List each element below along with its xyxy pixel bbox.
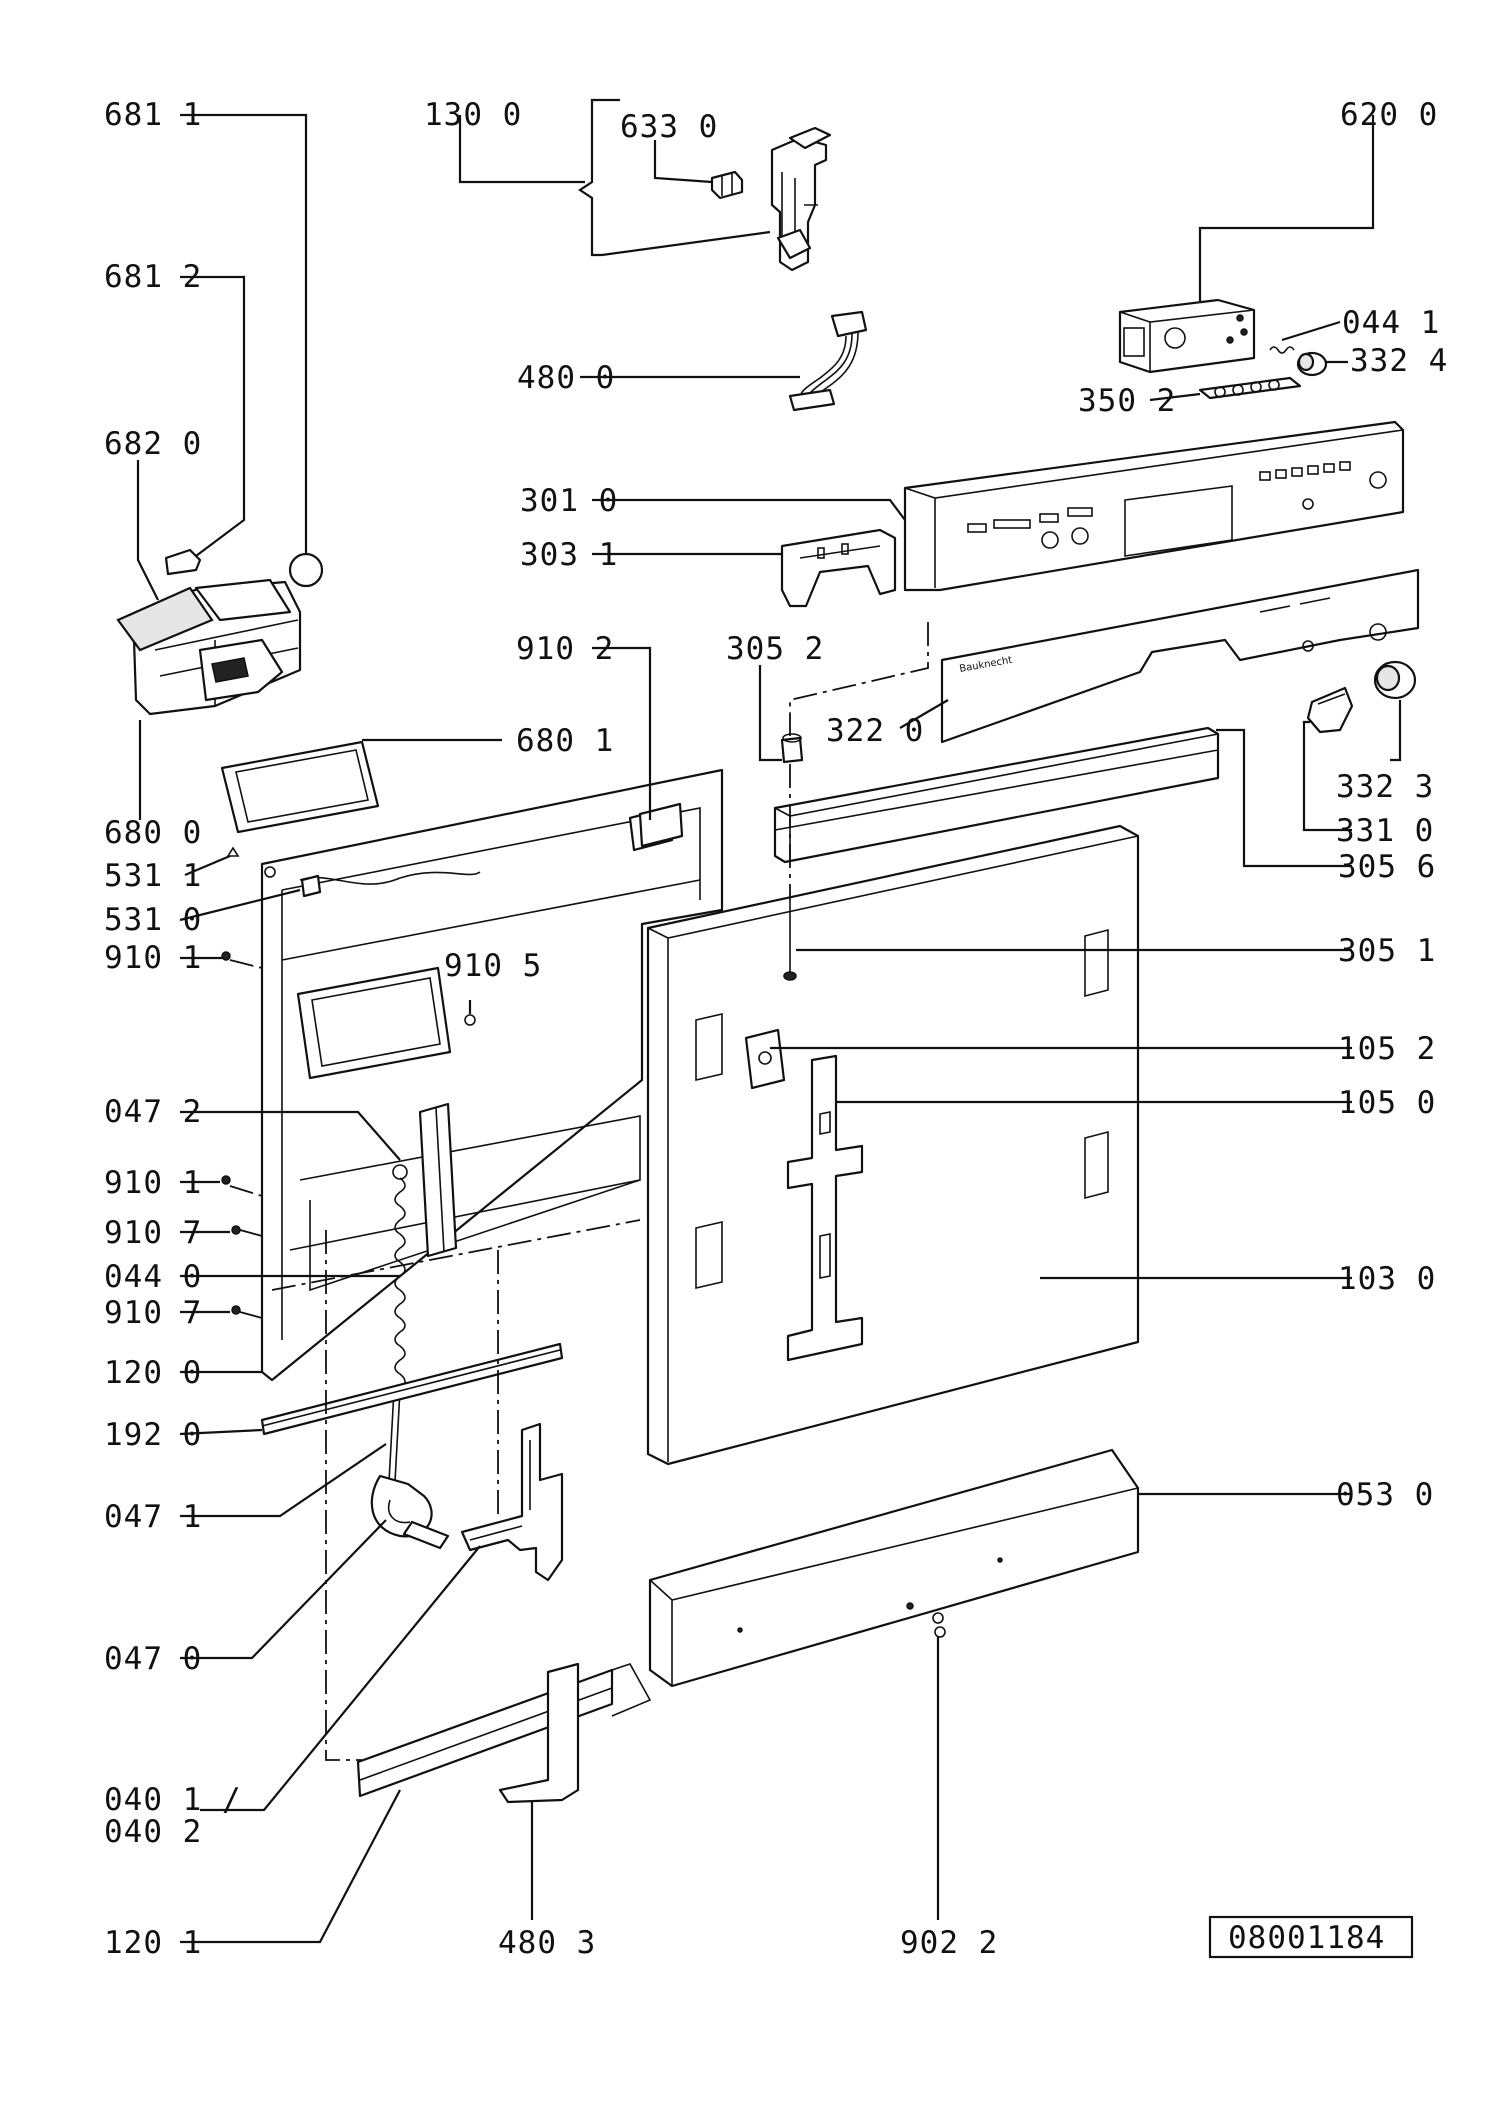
label-910-5: 910 5 (444, 948, 542, 984)
label-910-2: 910 2 (516, 631, 614, 667)
label-910-7-bottom: 910 7 (104, 1295, 202, 1331)
label-680-0: 680 0 (104, 815, 202, 851)
part-screw-902-2 (932, 1612, 946, 1638)
label-480-3: 480 3 (498, 1925, 596, 1961)
label-120-1: 120 1 (104, 1925, 202, 1961)
part-hinge-arm-047-0 (370, 1474, 450, 1550)
part-hinge-040 (460, 1422, 564, 1582)
label-680-1: 680 1 (516, 723, 614, 759)
label-633-0: 633 0 (620, 109, 718, 145)
label-305-1: 305 1 (1338, 933, 1436, 969)
drawing-number: 08001184 (1228, 1920, 1385, 1956)
label-301-0: 301 0 (520, 483, 618, 519)
label-047-0: 047 0 (104, 1641, 202, 1677)
leader-lines (136, 98, 1402, 1944)
part-outer-door (646, 824, 1140, 1466)
part-633-0 (710, 170, 744, 200)
drawing-number-box (1208, 1915, 1414, 1959)
label-120-0: 120 0 (104, 1355, 202, 1391)
label-303-1: 303 1 (520, 537, 618, 573)
label-040-1: 040 1 / (104, 1782, 242, 1818)
callout-labels: 681 1 130 0 633 0 620 0 681 2 044 1 332 … (104, 97, 1448, 1961)
part-knob-332-3 (1373, 660, 1417, 700)
part-bottom-strip (356, 1663, 652, 1798)
part-button-strip (1198, 376, 1302, 400)
label-681-1: 681 1 (104, 97, 202, 133)
part-control-panel (903, 420, 1405, 592)
part-gasket (220, 740, 380, 834)
part-bracket-303-1 (780, 528, 897, 608)
label-910-7-top: 910 7 (104, 1215, 202, 1251)
label-047-1: 047 1 (104, 1499, 202, 1535)
part-foot-480-3 (498, 1662, 580, 1804)
centerlines (229, 622, 929, 1761)
part-knob-332-4 (1296, 351, 1328, 377)
part-electronic-module (1118, 298, 1256, 374)
part-hinge-bracket (770, 126, 832, 272)
label-130-0: 130 0 (424, 97, 522, 133)
label-910-1-mid: 910 1 (104, 1165, 202, 1201)
part-stud-305-2 (780, 733, 804, 764)
part-wire-harness (788, 310, 868, 412)
label-040-2: 040 2 (104, 1814, 202, 1850)
label-480-0: 480 0 (517, 360, 615, 396)
label-192-0: 192 0 (104, 1417, 202, 1453)
part-ball-681-1 (288, 552, 324, 588)
part-small-screws (221, 846, 476, 1315)
label-531-1: 531 1 (104, 858, 202, 894)
label-105-0: 105 0 (1338, 1085, 1436, 1121)
part-rail-strip (260, 1342, 564, 1436)
label-105-2: 105 2 (1338, 1031, 1436, 1067)
label-305-6: 305 6 (1338, 849, 1436, 885)
label-332-4: 332 4 (1350, 343, 1448, 379)
label-322-0: 322 0 (826, 713, 924, 749)
label-044-1: 044 1 (1342, 305, 1440, 341)
label-620-0: 620 0 (1340, 97, 1438, 133)
label-331-0: 331 0 (1336, 813, 1434, 849)
label-902-2: 902 2 (900, 1925, 998, 1961)
label-350-2: 350 2 (1078, 383, 1176, 419)
part-screw-305-1 (783, 900, 797, 981)
label-682-0: 682 0 (104, 426, 202, 462)
label-681-2: 681 2 (104, 259, 202, 295)
part-kick-plate (648, 1448, 1140, 1688)
part-decor-panel: Bauknecht (940, 568, 1420, 744)
label-044-0: 044 0 (104, 1259, 202, 1295)
label-047-2: 047 2 (104, 1094, 202, 1130)
label-053-0: 053 0 (1336, 1477, 1434, 1513)
label-531-0: 531 0 (104, 902, 202, 938)
label-332-3: 332 3 (1336, 769, 1434, 805)
label-103-0: 103 0 (1338, 1261, 1436, 1297)
part-knob-331-0 (1306, 686, 1354, 734)
part-lid-681-2 (164, 548, 202, 576)
label-305-2: 305 2 (726, 631, 824, 667)
label-910-1-top: 910 1 (104, 940, 202, 976)
part-dispenser (116, 578, 302, 716)
part-spring-044-1 (1269, 346, 1295, 354)
